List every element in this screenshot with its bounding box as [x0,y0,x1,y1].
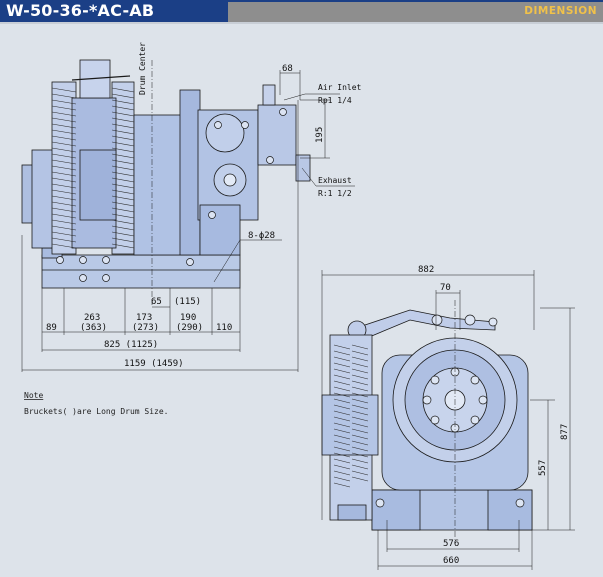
dim-882: 882 [418,265,434,275]
dim-273: (273) [132,323,159,333]
front-spring-coils [333,344,369,488]
front-dimension-lines [321,270,575,570]
dim-89: 89 [46,323,57,333]
dim-65: 65 [151,297,162,307]
bolt-hole-spec: 8-ϕ28 [248,231,275,241]
note-label: Note [24,391,43,400]
side-base-bolts [56,108,287,282]
dim-825: 825 (1125) [104,340,158,350]
dim-70: 70 [440,283,451,293]
dim-557: 557 [538,460,548,476]
front-view [321,309,533,531]
section-label: DIMENSION [524,5,597,17]
dim-110: 110 [216,323,232,333]
side-valve-block [257,104,297,166]
dim-660: 660 [443,556,459,566]
air-inlet-label: Air Inlet [318,83,362,92]
dim-1159: 1159 (1459) [124,359,184,369]
exhaust-size: R:1 1/2 [318,189,352,198]
dim-195: 195 [315,127,325,143]
air-inlet-size: Rp1 1/4 [318,96,352,105]
note-text: Bruckets( )are Long Drum Size. [24,407,169,416]
side-base-frame [41,254,241,289]
drum-center-label: Drum Center [138,42,147,95]
dim-290: (290) [176,323,203,333]
model-title: W-50-36-*AC-AB [6,1,155,20]
dim-173: 173 [136,313,152,323]
side-dimension-lines [21,60,355,372]
dim-68: 68 [282,64,293,74]
side-spring-coils [51,87,135,249]
dim-576: 576 [443,539,459,549]
exhaust-label: Exhaust [318,176,352,185]
dim-877: 877 [560,424,570,440]
dim-263: 263 [84,313,100,323]
dim-115: (115) [174,297,201,307]
header-divider [0,22,603,24]
dim-190: 190 [180,313,196,323]
dim-363: (363) [80,323,107,333]
section-bar [228,2,603,22]
